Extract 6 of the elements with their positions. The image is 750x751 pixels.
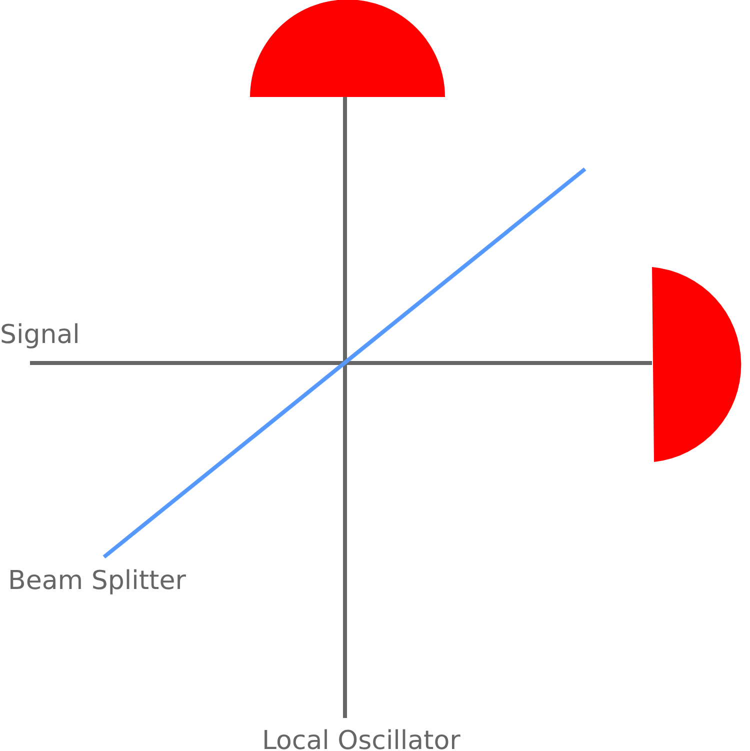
detector-semicircle <box>249 0 446 98</box>
beam-line <box>343 97 347 718</box>
beam-label: Signal <box>0 320 80 363</box>
beam-line <box>30 361 652 365</box>
beam-label: Local Oscillator <box>262 718 460 751</box>
part-label: Beam Splitter <box>8 566 186 596</box>
